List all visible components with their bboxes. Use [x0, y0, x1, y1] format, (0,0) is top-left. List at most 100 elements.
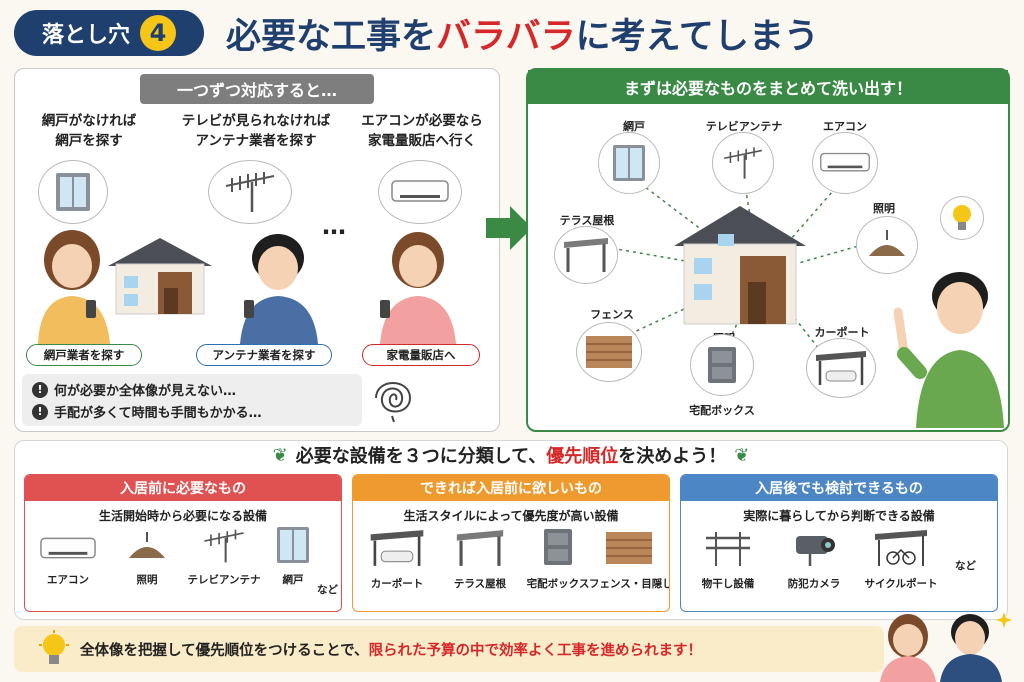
title-before: 必要な工事を: [226, 16, 437, 57]
category-item: 防犯カメラ: [779, 528, 849, 591]
item-delivery-box: [690, 334, 754, 396]
etc-label: など: [955, 560, 976, 572]
item-terrace-roof: [554, 226, 618, 284]
category-item: 宅配ボックス: [521, 526, 595, 591]
title-emphasis: 優先順位: [546, 446, 619, 467]
footer-text-part: 全体像を把握して優先順位をつけることで、: [80, 642, 369, 659]
category-item: サイクルポート: [859, 528, 943, 591]
item-aircon: [812, 132, 878, 194]
lightbulb-icon: [39, 630, 69, 664]
pill-label: 家電量販店へ: [386, 348, 456, 362]
idea-bubble: [940, 196, 984, 240]
fence-icon: [586, 336, 632, 368]
security-camera-icon: [796, 536, 835, 566]
caption-line: エアコンが必要なら: [361, 113, 483, 129]
category-heading: できれば入居前に欲しいもの: [353, 475, 669, 501]
label-lighting: 照明: [873, 202, 895, 215]
item-label: サイクルポート: [864, 578, 938, 590]
air-conditioner-icon: [391, 180, 449, 202]
carport-icon: [816, 351, 866, 385]
pitfall-badge: 落とし穴 4: [14, 10, 204, 56]
delivery-box-icon: [708, 347, 736, 383]
thought-bubble-aircon: [378, 160, 462, 224]
item-lighting: [856, 216, 918, 274]
thought-bubble-antenna: [208, 160, 292, 224]
category-heading: 入居前に必要なもの: [25, 475, 341, 501]
issue-text: 何が必要か全体像が見えない…: [54, 384, 237, 399]
window-icon: [613, 145, 645, 181]
caption-line: 網戸を探す: [55, 132, 123, 149]
right-panel-heading: まずは必要なものをまとめて洗い出す！: [528, 70, 1008, 104]
house-icon: [108, 238, 212, 315]
category-item: テラス屋根: [445, 528, 515, 591]
item-label: エアコン: [47, 574, 89, 586]
pill-antenna-vendor: アンテナ業者を探す: [196, 344, 332, 366]
scenario-caption-3: エアコンが必要なら 家電量販店へ行く: [352, 112, 492, 151]
category-item: テレビアンテナ: [181, 528, 267, 587]
exclamation-icon: !: [32, 381, 48, 398]
scenario-caption-2: テレビが見られなければ アンテナ業者を探す: [166, 112, 346, 151]
cycle-port-icon: [875, 530, 927, 566]
footer-banner: [14, 626, 884, 672]
etc-label: など: [317, 584, 338, 596]
thought-bubble-window: [38, 160, 108, 224]
scribble-confusion-icon: [375, 382, 412, 423]
woman-worried-icon: [38, 230, 110, 344]
issue-item: ! 何が必要か全体像が見えない…: [32, 380, 236, 399]
window-icon: [56, 173, 90, 211]
page-title: 必要な工事を バラバラ に考えてしまう: [226, 10, 819, 57]
lightbulb-icon: [953, 205, 971, 230]
issue-text: 手配が多くて時間も手間もかかる…: [54, 406, 262, 421]
item-carport: [806, 338, 876, 398]
category-before-movein: 入居前に必要なもの 生活開始時から必要になる設備 エアコン 照明 テレビアンテナ…: [24, 474, 342, 612]
category-subtitle: 生活開始時から必要になる設備: [98, 509, 267, 523]
caption-line: テレビが見られなければ: [181, 113, 331, 129]
footer-message: 全体像を把握して優先順位をつけることで、限られた予算の中で効率よく工事を進められ…: [80, 626, 702, 672]
pill-label: アンテナ業者を探す: [212, 348, 316, 362]
item-fence: [576, 322, 642, 382]
classification-title: ❦ 必要な設備を３つに分類して、優先順位を決めよう！ ❦: [14, 440, 1008, 470]
label-screen: 網戸: [623, 120, 645, 133]
carport-icon: [370, 530, 424, 566]
left-panel-heading: 一つずつ対応すると…: [140, 74, 374, 104]
label-aircon: エアコン: [823, 120, 867, 133]
item-label: 物干し設備: [701, 578, 755, 590]
ellipsis: …: [322, 212, 350, 240]
tv-antenna-icon: [204, 529, 244, 563]
item-label: フェンス・目隠し: [589, 578, 670, 590]
category-after-movein: 入居後でも検討できるもの 実際に暮らしてから判断できる設備 物干し設備 防犯カメ…: [680, 474, 998, 612]
issues-box: [22, 374, 362, 426]
pill-label: 網戸業者を探す: [43, 348, 125, 362]
tv-antenna-icon: [225, 172, 275, 212]
exclamation-icon: !: [32, 403, 48, 420]
man-worried-icon: [240, 234, 318, 344]
clothes-drying-rack-icon: [706, 532, 750, 566]
category-item: 照明: [117, 530, 177, 587]
category-subtitle: 実際に暮らしてから判断できる設備: [743, 509, 935, 523]
caption-line: アンテナ業者を探す: [195, 132, 317, 149]
title-after: に考えてしまう: [575, 16, 819, 57]
window-icon: [277, 527, 309, 563]
category-item: カーポート: [359, 528, 435, 591]
air-conditioner-icon: [40, 537, 96, 559]
label-terrace-roof: テラス屋根: [559, 214, 615, 227]
item-label: 宅配ボックス: [526, 578, 590, 590]
ceiling-light-icon: [869, 230, 905, 256]
category-item: 物干し設備: [691, 528, 765, 591]
couple-happy-icon: [880, 612, 1012, 682]
fence-icon: [606, 532, 652, 564]
leaf-icon: ❦: [272, 444, 288, 466]
title-part: 必要な設備を３つに分類して、: [295, 446, 547, 467]
category-subtitle: 生活スタイルによって優先度が高い設備: [403, 509, 619, 523]
label-antenna: テレビアンテナ: [705, 120, 783, 133]
item-antenna: [712, 132, 774, 194]
category-item: エアコン: [33, 534, 103, 587]
pill-screen-vendor: 網戸業者を探す: [26, 344, 142, 366]
item-label: 網戸: [282, 574, 304, 586]
caption-line: 家電量販店へ行く: [368, 132, 476, 149]
issue-item: ! 手配が多くて時間も手間もかかる…: [32, 402, 262, 421]
terrace-roof-icon: [564, 238, 608, 272]
house-icon: [674, 206, 806, 325]
air-conditioner-icon: [820, 152, 870, 172]
category-item: フェンス・目隠し: [589, 528, 669, 591]
